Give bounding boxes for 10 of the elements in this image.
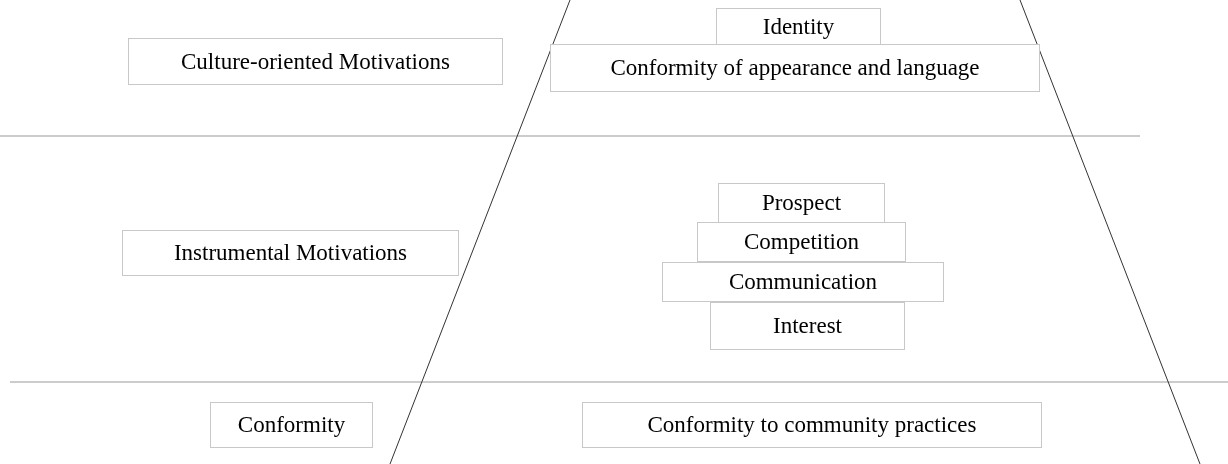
label-box: Instrumental Motivations [122,230,459,276]
label-box: Prospect [718,183,885,223]
label-box: Competition [697,222,906,262]
label-box: Interest [710,302,905,350]
label-box: Identity [716,8,881,46]
label-box: Culture-oriented Motivations [128,38,503,85]
label-box: Conformity [210,402,373,448]
label-box: Conformity of appearance and language [550,44,1040,92]
label-box: Communication [662,262,944,302]
label-box: Conformity to community practices [582,402,1042,448]
